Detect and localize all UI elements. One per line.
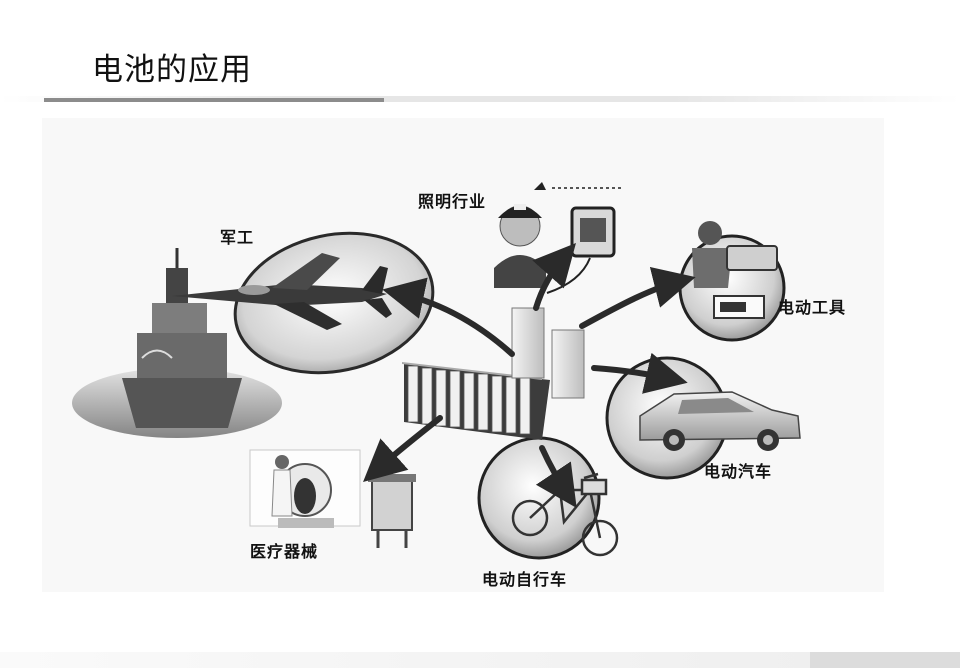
- miner-icon: [494, 204, 546, 288]
- title-underline-light: [0, 96, 960, 102]
- battery-cell-icon: [551, 329, 585, 399]
- battery-cell-icon: [511, 307, 545, 379]
- arrows: [363, 243, 696, 508]
- power-tools-group: [678, 221, 786, 342]
- label-power-tools: 电动工具: [778, 298, 847, 317]
- arrow-to-military: [382, 277, 515, 357]
- page-title: 电池的应用: [92, 52, 252, 88]
- worker-with-drill-icon: [692, 221, 778, 319]
- label-electric-car: 电动汽车: [704, 462, 773, 481]
- medical-group: [249, 449, 416, 548]
- arrow-to-lighting: [532, 243, 576, 311]
- arrow-to-power-tools: [579, 266, 696, 329]
- footer-bar: [0, 652, 960, 668]
- diagram-artwork: [72, 182, 801, 560]
- warship-icon: [72, 248, 282, 438]
- lamp-logo-mark: [534, 182, 546, 190]
- military-group: [72, 231, 435, 438]
- arrow-to-bike: [535, 445, 577, 508]
- arrow-to-medical: [363, 415, 443, 482]
- title-underline-dark: [44, 98, 384, 102]
- battery-pack-icon: [402, 362, 550, 440]
- label-lighting: 照明行业: [418, 192, 487, 211]
- battery-group: [402, 307, 585, 440]
- battery-application-diagram: 军工 照明行业 电动工具 电动汽车 医疗器械 电动自行车: [42, 118, 884, 592]
- mining-lamp-icon: [546, 206, 616, 294]
- doctor-icon: [271, 455, 293, 517]
- lighting-group: [494, 182, 622, 294]
- footer-block: [810, 652, 960, 668]
- label-electric-bike: 电动自行车: [482, 570, 568, 589]
- label-medical: 医疗器械: [250, 542, 319, 561]
- label-military: 军工: [220, 228, 255, 247]
- electric-bike-circle: [477, 436, 601, 560]
- arrow-to-car: [591, 352, 688, 394]
- medical-cart-icon: [368, 474, 416, 548]
